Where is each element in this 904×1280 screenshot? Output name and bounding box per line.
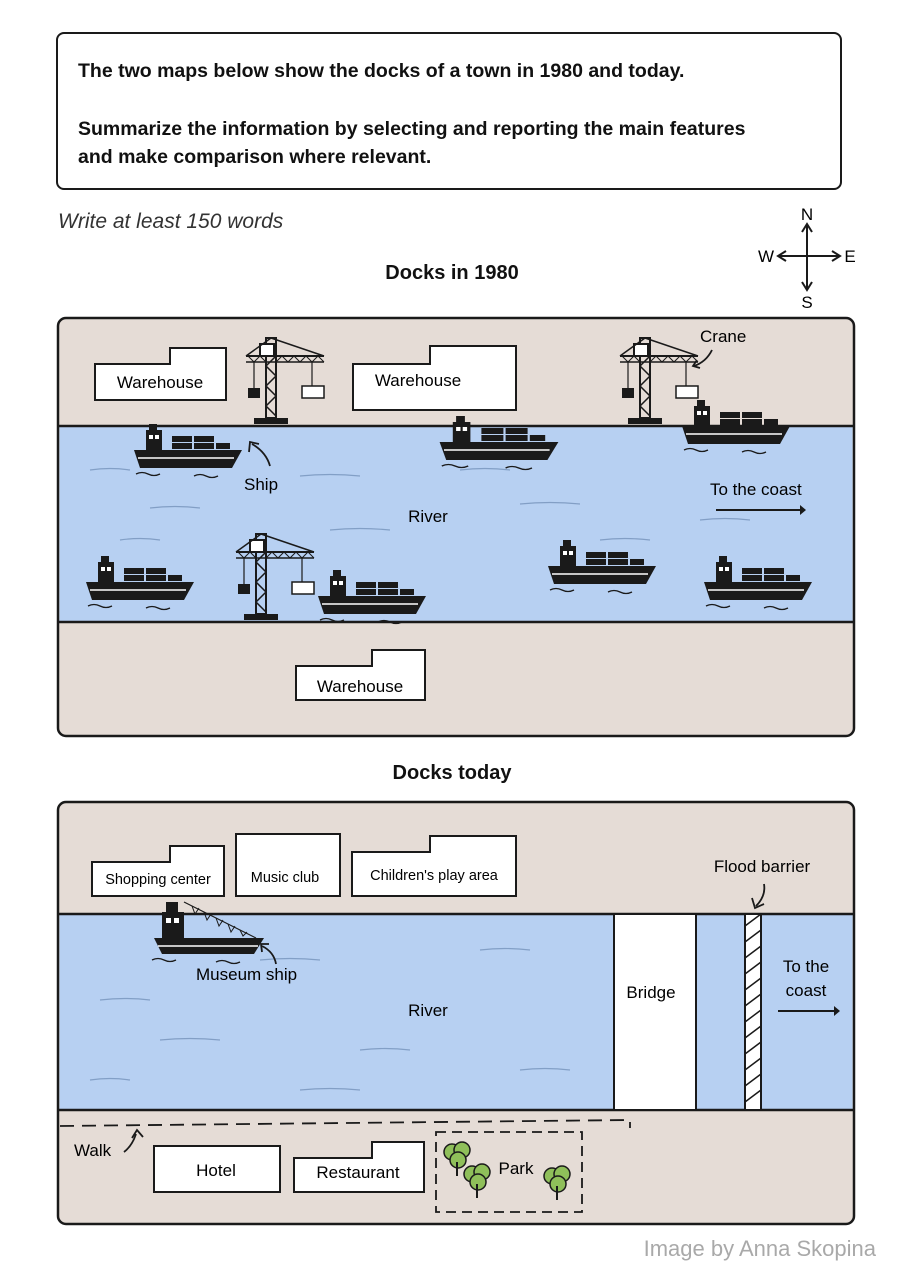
ship-label: Ship <box>244 475 278 494</box>
museum-ship-label: Museum ship <box>196 965 297 984</box>
flood-barrier-label: Flood barrier <box>714 857 811 876</box>
coast-label-today-line2: coast <box>786 981 827 1000</box>
hotel: Hotel <box>153 1145 281 1193</box>
childrens-play-area: Children's play area <box>351 835 517 897</box>
map-1980-title: Docks in 1980 <box>385 262 519 284</box>
music-club-label: Music club <box>251 870 320 886</box>
image-credit: Image by Anna Skopina <box>643 1236 876 1261</box>
ship-pointer-arrow <box>251 443 271 467</box>
warehouse-northwest-label: Warehouse <box>117 373 203 392</box>
park: Park <box>435 1131 583 1213</box>
warehouse-north: Warehouse <box>352 345 517 411</box>
park-label: Park <box>499 1159 534 1178</box>
coast-label-today-line1: To the <box>783 957 829 976</box>
restaurant-label: Restaurant <box>316 1163 399 1182</box>
walk-path <box>59 1119 631 1128</box>
compass-west: W <box>758 247 774 266</box>
compass-south: S <box>801 293 812 312</box>
museum-ship-pointer-arrow <box>261 945 277 965</box>
walk-pointer-arrow <box>123 1133 137 1153</box>
river-label-today: River <box>408 1001 448 1020</box>
warehouse-south: Warehouse <box>295 649 426 701</box>
flood-barrier-pointer-arrow <box>755 883 766 907</box>
bridge: Bridge <box>613 913 697 1111</box>
task-prompt-box: The two maps below show the docks of a t… <box>56 32 842 190</box>
museum-ship <box>151 901 264 965</box>
coast-arrow-today <box>778 1006 840 1016</box>
warehouse-north-label: Warehouse <box>375 371 461 390</box>
compass-north: N <box>801 205 813 224</box>
bridge-label: Bridge <box>626 983 675 1002</box>
river-label-1980: River <box>408 507 448 526</box>
compass-rose: N S E W <box>758 205 856 312</box>
prompt-line-2: Summarize the information by selecting a… <box>78 118 746 140</box>
warehouse-northwest: Warehouse <box>94 347 227 401</box>
flood-barrier <box>744 913 762 1111</box>
hotel-label: Hotel <box>196 1161 236 1180</box>
compass-east: E <box>844 247 855 266</box>
crane-label: Crane <box>700 327 746 346</box>
map-today-title: Docks today <box>392 762 512 784</box>
walk-label: Walk <box>74 1141 112 1160</box>
word-count-instruction: Write at least 150 words <box>58 210 284 233</box>
restaurant: Restaurant <box>293 1141 425 1193</box>
prompt-line-1: The two maps below show the docks of a t… <box>78 60 685 82</box>
childrens-play-area-label: Children's play area <box>370 868 499 884</box>
shopping-center: Shopping center <box>91 845 225 897</box>
map-today-frame <box>56 800 856 1226</box>
coast-arrow-1980 <box>716 505 806 515</box>
warehouse-south-label: Warehouse <box>317 677 403 696</box>
crane-pointer-arrow <box>693 349 713 367</box>
shopping-center-label: Shopping center <box>105 872 211 888</box>
coast-label-1980: To the coast <box>710 480 802 499</box>
music-club: Music club <box>235 833 341 897</box>
prompt-line-3: and make comparison where relevant. <box>78 146 432 168</box>
